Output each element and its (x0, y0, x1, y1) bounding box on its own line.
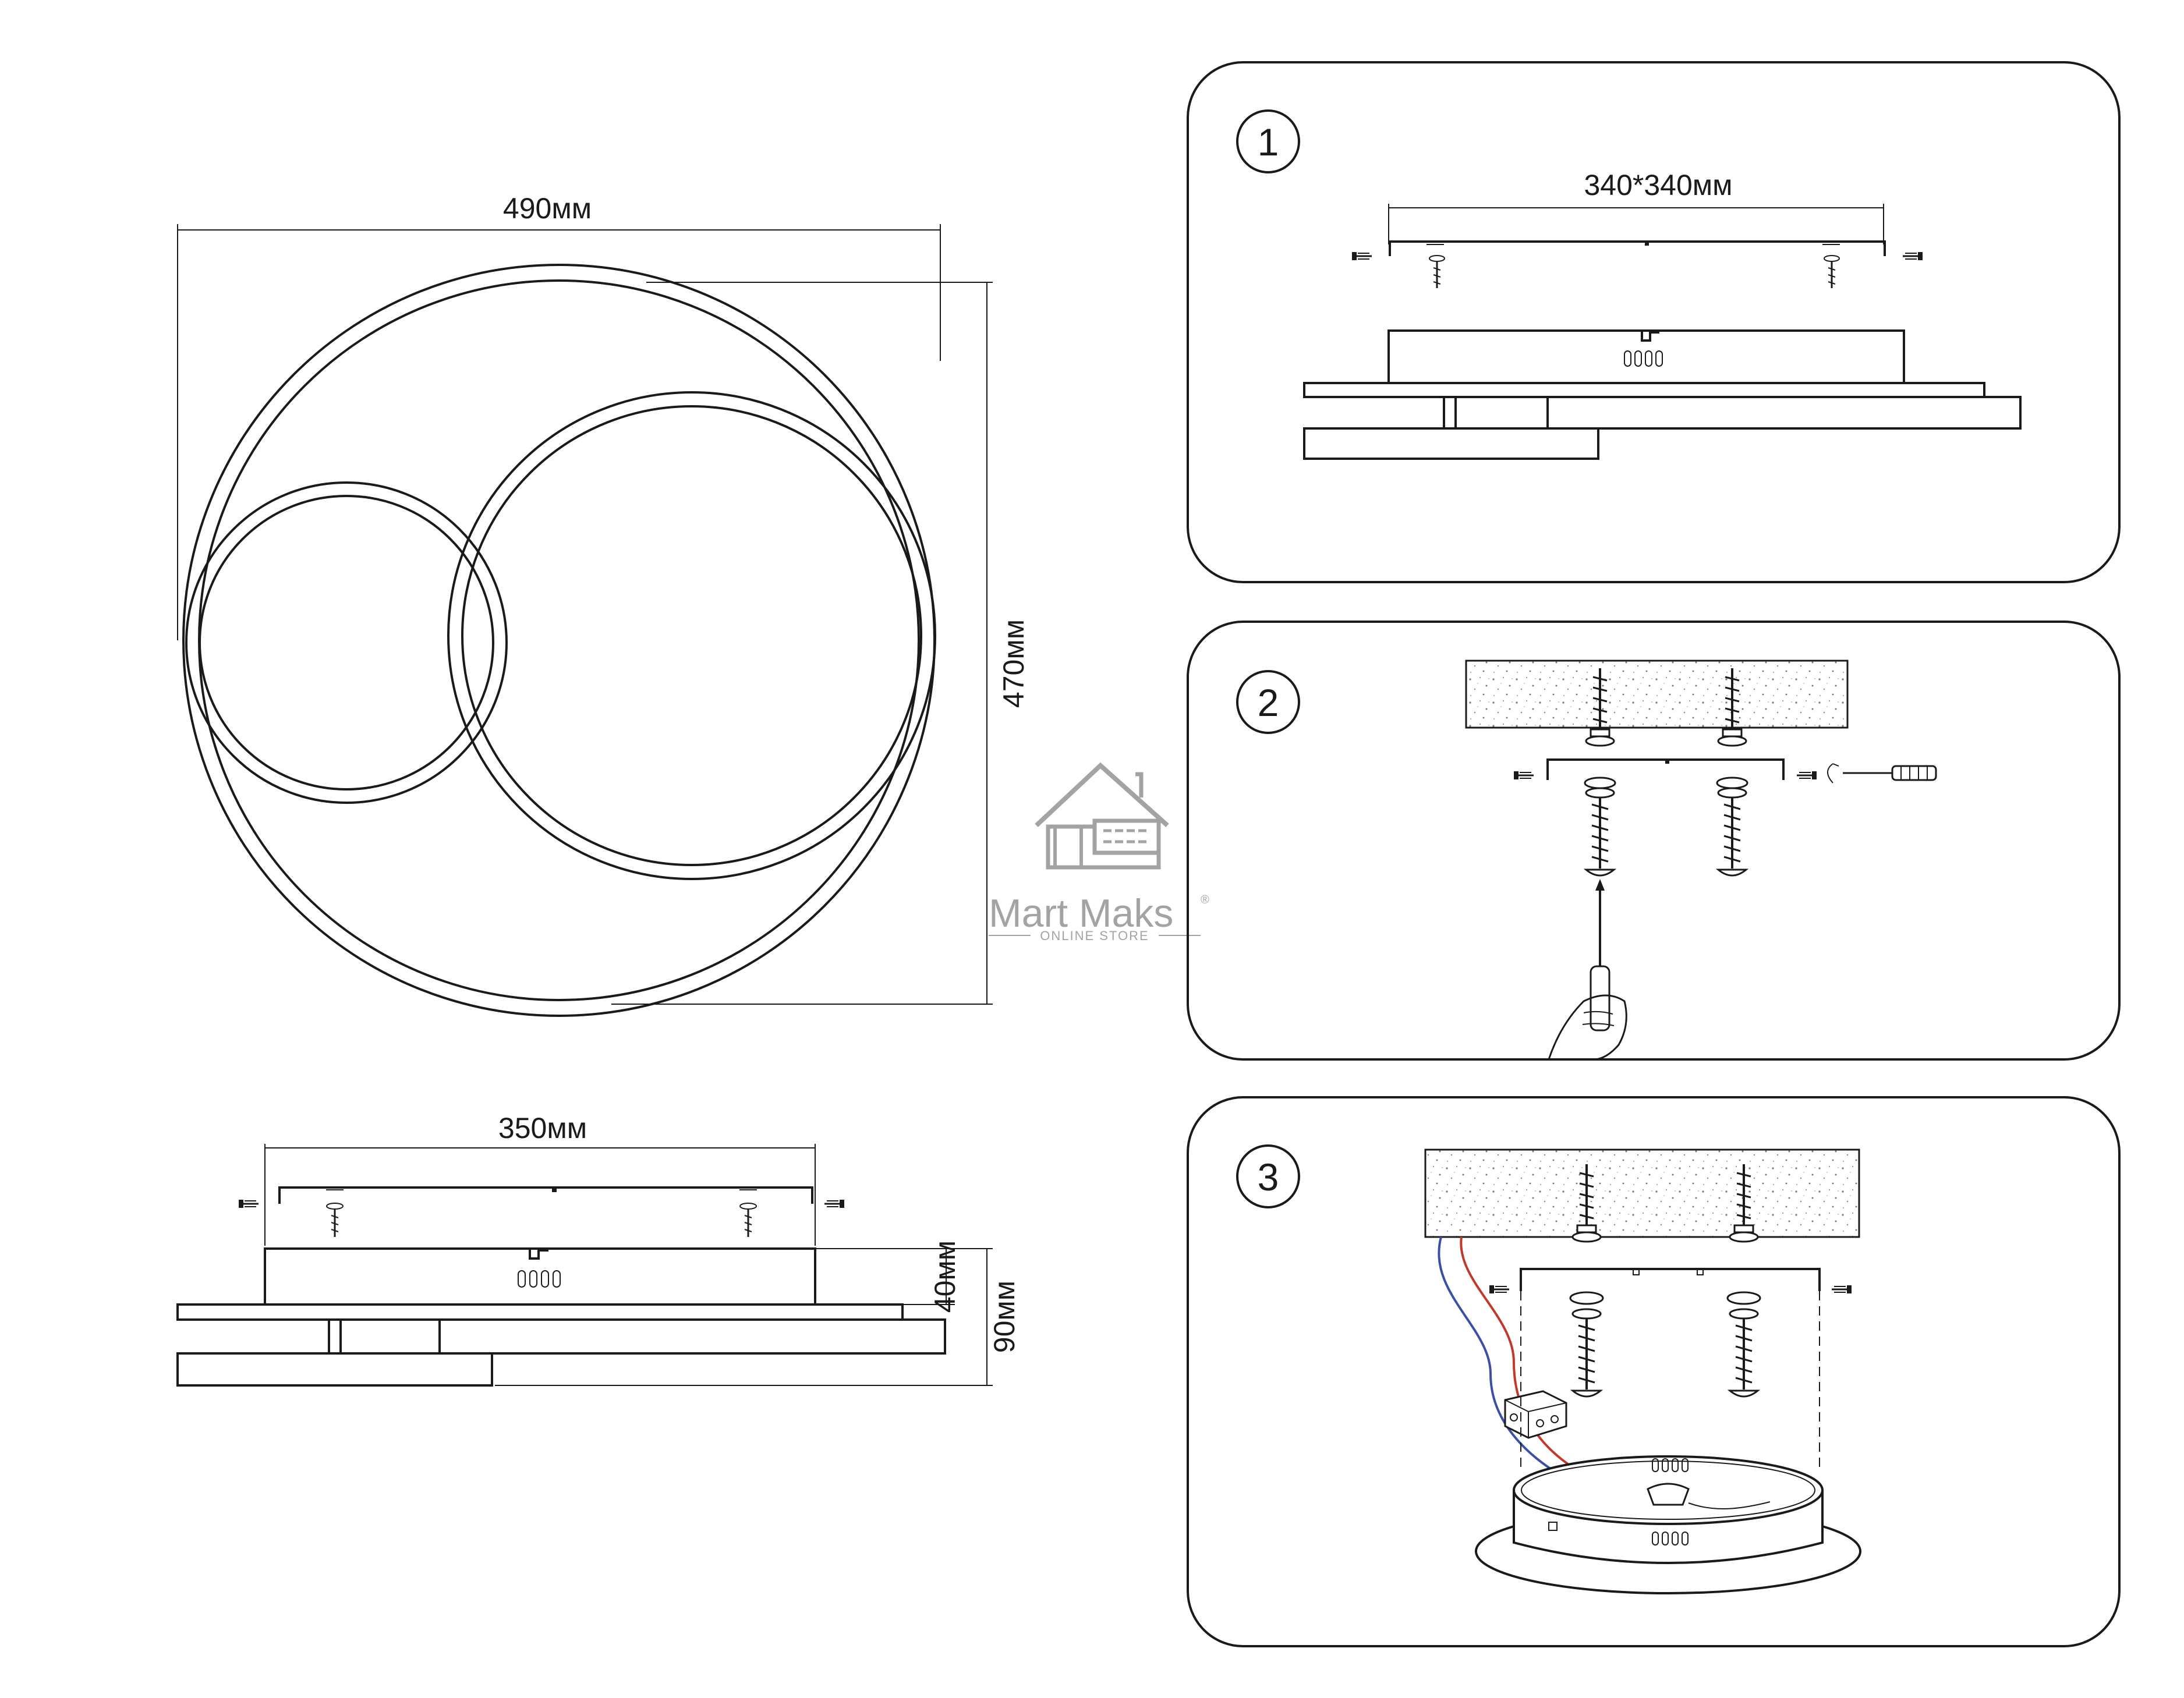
watermark-brand: Mart Maks (989, 891, 1173, 935)
small-ring-inner (199, 495, 494, 790)
lamp-top-vents (1652, 1458, 1689, 1472)
side-screw-left-icon (238, 1199, 260, 1209)
step-2-washer-right (1716, 777, 1748, 789)
step-1-panel: 1 340*340мм (1187, 61, 2121, 583)
plate-center-mark (552, 1187, 557, 1192)
base-depth-label: 40мм (929, 1240, 961, 1313)
step-1-upper-profile (1303, 382, 1985, 398)
step-2-badge (1236, 670, 1300, 734)
step-2-ceiling (1465, 660, 1849, 729)
step-3-washer-left (1569, 1291, 1604, 1305)
lamp-connector (1647, 1483, 1690, 1506)
step-2-screwdriver-side-icon (1827, 763, 1937, 784)
watermark-registered: ® (1201, 894, 1209, 906)
side-view-drawing: 350мм (176, 1112, 1021, 1387)
base-notch (529, 1249, 548, 1260)
step-3-screw-long-right-icon (1729, 1308, 1759, 1398)
medium-ring-outer (447, 391, 936, 880)
step-2-panel: 2 (1187, 621, 2121, 1061)
watermark-logo: Mart Maks ® ONLINE STORE (989, 762, 1209, 943)
step-2-screw-long-left-icon (1585, 787, 1615, 877)
lamp-internal-wire (1688, 1501, 1771, 1509)
lamp-housing (1475, 1455, 1861, 1594)
small-ring-outer (185, 481, 508, 804)
step-1-badge (1236, 109, 1300, 173)
step-3-screw-left-icon (1488, 1284, 1510, 1295)
step-3-badge (1236, 1144, 1300, 1208)
plate-width-label: 350мм (498, 1112, 587, 1144)
total-depth-label: 90мм (988, 1281, 1021, 1353)
top-view-drawing: 490мм 470мм (177, 192, 1030, 1017)
house-icon (1035, 762, 1169, 870)
large-ring-inner (198, 279, 920, 1001)
step-1-screw-left-icon (1351, 251, 1373, 261)
step-1-driver-box (1387, 329, 1905, 384)
side-bolt-left-icon (326, 1203, 344, 1237)
step-1-bolt-right-icon (1824, 255, 1840, 288)
step-3-ceiling (1424, 1148, 1860, 1238)
step-2-screw-left-icon (1513, 770, 1535, 781)
upper-ring-profile (176, 1303, 904, 1321)
lamp-side-hole (1548, 1522, 1558, 1531)
height-label: 470мм (997, 619, 1030, 708)
base-vent-slots (518, 1270, 561, 1288)
width-label: 490мм (503, 192, 592, 225)
step-1-lower-profile (1303, 427, 1599, 460)
side-screw-right-icon (823, 1199, 845, 1209)
mounting-plate (278, 1186, 813, 1204)
step-3-screw-right-icon (1831, 1284, 1853, 1295)
medium-ring-inner (461, 405, 922, 866)
large-ring-outer (182, 264, 936, 1017)
step-1-vent-slots (1624, 350, 1663, 367)
step-1-mounting-plate (1389, 240, 1886, 256)
lamp-front-vents (1652, 1532, 1689, 1545)
step-1-frame (1187, 61, 2121, 583)
step-1-bolt-left-icon (1429, 255, 1445, 288)
step-3-number: 3 (1258, 1155, 1279, 1199)
step-1-screw-right-icon (1902, 251, 1924, 261)
step-2-frame (1187, 621, 2121, 1061)
step-2-center-mark (1665, 760, 1669, 764)
step-3-frame (1187, 1096, 2121, 1647)
step-3-mounting-plate (1520, 1268, 1821, 1291)
driver-base-box (264, 1247, 816, 1306)
mount-spacing-label: 340*340мм (1584, 169, 1732, 201)
step-1-middle-profile (1443, 396, 2022, 430)
step-2-number: 2 (1258, 681, 1279, 724)
step-3-washer-right (1726, 1291, 1761, 1305)
step-3-plate-hole-b (1697, 1268, 1704, 1275)
step-1-number: 1 (1258, 120, 1279, 164)
middle-ring-profile (328, 1318, 946, 1355)
step-3-panel: 3 (1187, 1096, 2121, 1647)
terminal-block-icon (1504, 1390, 1567, 1439)
step-2-screw-long-right-icon (1717, 787, 1747, 877)
step-3-screw-long-left-icon (1571, 1308, 1602, 1398)
watermark-sub: ONLINE STORE (1040, 928, 1149, 943)
step-2-hand-screwdriver-icon (1548, 879, 1627, 1061)
lower-ring-profile (176, 1352, 493, 1387)
step-1-box-notch (1641, 331, 1659, 342)
step-2-screw-right-icon (1796, 770, 1818, 781)
side-bolt-right-icon (739, 1203, 757, 1237)
step-2-washer-left (1584, 777, 1616, 789)
step-3-plate-hole-a (1633, 1268, 1640, 1275)
step-1-center-mark (1645, 242, 1649, 246)
